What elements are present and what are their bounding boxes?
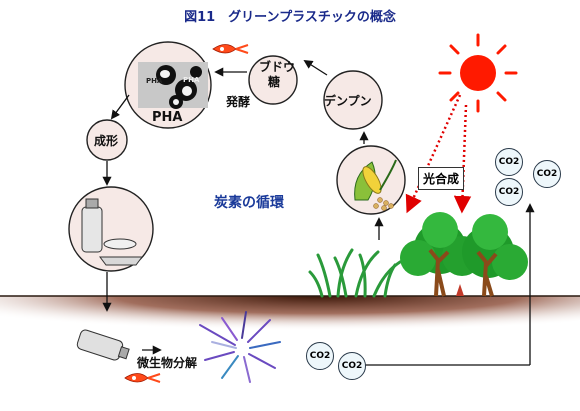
microbe-icon (212, 44, 249, 54)
molding-label: 成形 (94, 134, 119, 148)
co2-bubble-1: CO2 (495, 148, 523, 176)
soil (0, 295, 580, 346)
cycle-arrows (102, 60, 535, 366)
co2-text: CO2 (309, 351, 331, 361)
co2-bubble-3: CO2 (495, 178, 523, 206)
pha-label: PHA (152, 110, 183, 125)
glucose-label-line1: ブドウ (259, 60, 296, 74)
tree-icon (400, 212, 528, 297)
co2-text: CO2 (498, 187, 520, 197)
co2-bubble-5: CO2 (338, 352, 366, 380)
pha-micrograph-label-2: PHA (183, 76, 200, 84)
photosynthesis-label: 光合成 (418, 167, 465, 190)
molding-circle (86, 119, 128, 161)
sun-icon (438, 33, 518, 113)
plate-icon (99, 238, 143, 266)
co2-text: CO2 (498, 157, 520, 167)
cycle-circles (68, 41, 406, 272)
microbe-icon-2 (124, 373, 161, 383)
pha-micrograph-label-1: PHA (146, 77, 163, 85)
pha-micrograph (138, 62, 208, 109)
starch-label: デンプン (324, 94, 372, 108)
glucose-circle (248, 55, 298, 105)
degradation-burst-icon (199, 311, 281, 383)
glucose-label-line2: 糖 (267, 75, 280, 89)
sunlight-rays (405, 94, 472, 214)
glucose-label: ブドウ 糖 (259, 60, 296, 90)
co2-text: CO2 (341, 361, 363, 371)
corn-icon (354, 159, 397, 211)
biodegradation-label: 微生物分解 (137, 356, 198, 370)
fermentation-label: 発酵 (226, 95, 251, 109)
grass-icon (308, 248, 402, 298)
co2-bubble-4: CO2 (306, 342, 334, 370)
bottle-icon (81, 198, 103, 253)
co2-text: CO2 (536, 169, 558, 179)
diagram-title: 図11 グリーンプラスチックの概念 (184, 10, 396, 25)
carbon-cycle-label: 炭素の循環 (214, 195, 284, 211)
co2-bubble-2: CO2 (533, 160, 561, 188)
discarded-bottle-icon (76, 329, 130, 361)
starch-circle (323, 70, 383, 130)
